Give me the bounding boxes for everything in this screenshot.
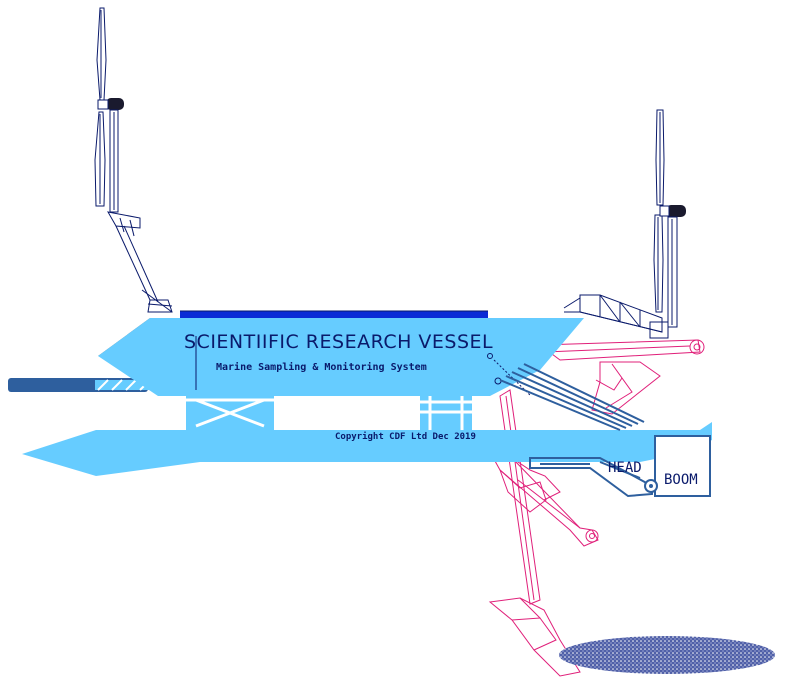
upper-hull: SCIENTIIFIC RESEARCH VESSEL Marine Sampl… bbox=[98, 310, 584, 396]
hull-supports bbox=[186, 394, 472, 430]
boom-label: BOOM bbox=[664, 472, 698, 488]
wind-turbine-left bbox=[94, 7, 173, 313]
sampling-conveyor bbox=[499, 363, 645, 431]
head-boom-unit: HEAD BOOM bbox=[529, 435, 711, 498]
wind-turbine-right bbox=[563, 109, 686, 339]
head-label: HEAD bbox=[608, 460, 642, 476]
boom-arm-icon bbox=[488, 339, 705, 677]
seabed-sample-icon bbox=[559, 636, 775, 674]
lower-hull: Copyright CDF Ltd Dec 2019 bbox=[22, 422, 712, 476]
vessel-subtitle: Marine Sampling & Monitoring System bbox=[216, 361, 427, 373]
solar-panel bbox=[180, 311, 488, 319]
vessel-title: SCIENTIIFIC RESEARCH VESSEL bbox=[184, 331, 493, 353]
copyright-text: Copyright CDF Ltd Dec 2019 bbox=[335, 431, 476, 442]
